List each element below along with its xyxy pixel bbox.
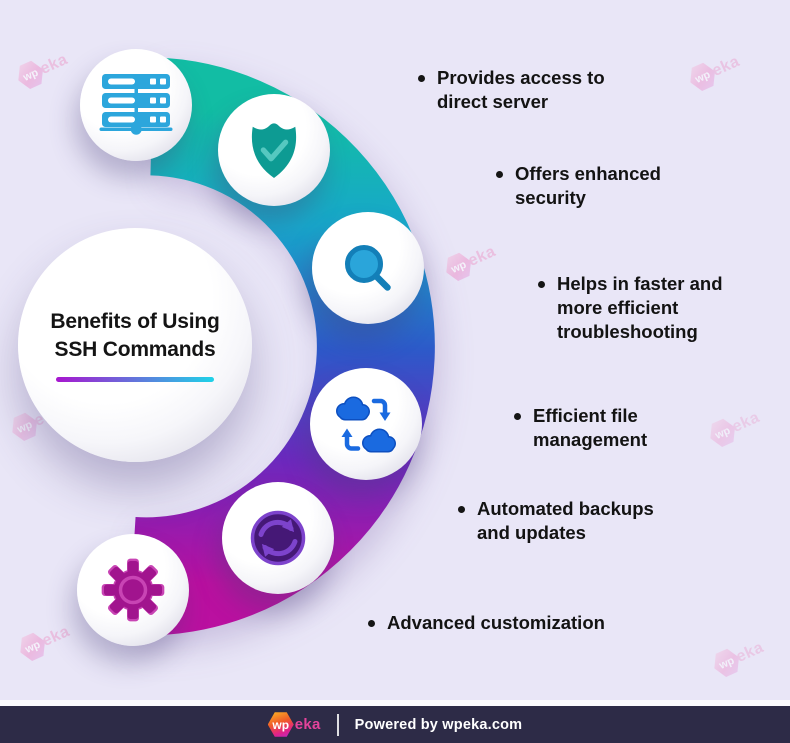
server-icon bbox=[99, 74, 173, 135]
cloud-sync-icon bbox=[336, 396, 396, 453]
bullet-dot bbox=[496, 171, 503, 178]
bullet-item-file-management: Efficient file management bbox=[514, 404, 699, 452]
title-line-2: SSH Commands bbox=[54, 338, 216, 361]
bullet-dot bbox=[458, 506, 465, 513]
wpeka-hexagon-logo-icon: wp bbox=[267, 712, 294, 737]
bullet-text: Provides access to direct server bbox=[437, 67, 605, 112]
shield-check-icon bbox=[251, 123, 297, 179]
bubble-customization bbox=[77, 534, 189, 646]
bubble-security bbox=[218, 94, 330, 206]
wpeka-logo-text: eka bbox=[294, 716, 321, 733]
bullet-text: Automated backups and updates bbox=[477, 498, 654, 543]
bullet-dot bbox=[538, 281, 545, 288]
bullet-text: Offers enhanced security bbox=[515, 163, 661, 208]
bullet-item-backups: Automated backups and updates bbox=[458, 497, 673, 545]
bullet-dot bbox=[514, 413, 521, 420]
powered-by-link[interactable]: Powered by wpeka.com bbox=[354, 716, 523, 733]
title-underline bbox=[56, 376, 214, 382]
title-line-1: Benefits of Using bbox=[50, 310, 220, 334]
bullet-dot bbox=[368, 620, 375, 627]
sync-arrows bbox=[344, 398, 388, 451]
bullet-item-server-access: Provides access to direct server bbox=[418, 66, 633, 114]
cloud-shape bbox=[362, 428, 396, 453]
bullet-text: Advanced customization bbox=[387, 612, 605, 633]
bullet-item-troubleshooting: Helps in faster and more efficient troub… bbox=[538, 272, 748, 344]
bubble-server bbox=[80, 49, 192, 161]
search-icon bbox=[345, 245, 391, 291]
bullet-text: Helps in faster and more efficient troub… bbox=[557, 273, 723, 342]
title-circle: Benefits of Using SSH Commands bbox=[18, 228, 252, 462]
bubble-troubleshooting bbox=[312, 212, 424, 324]
bullet-text: Efficient file management bbox=[533, 405, 648, 450]
footer-bar: wp eka Powered by wpeka.com bbox=[0, 706, 790, 743]
footer-separator bbox=[336, 713, 339, 736]
bullet-item-security: Offers enhanced security bbox=[496, 162, 691, 210]
page-title: Benefits of Using SSH Commands bbox=[50, 308, 219, 363]
bubble-backups bbox=[222, 482, 334, 594]
cloud-shape bbox=[336, 396, 370, 421]
bullet-dot bbox=[418, 75, 425, 82]
gear-icon bbox=[101, 558, 165, 622]
bullet-item-customization: Advanced customization bbox=[368, 611, 668, 635]
wpeka-logo[interactable]: wp eka bbox=[267, 712, 321, 738]
refresh-icon bbox=[250, 510, 306, 566]
footer-divider bbox=[0, 700, 790, 706]
bubble-file-management bbox=[310, 368, 422, 480]
